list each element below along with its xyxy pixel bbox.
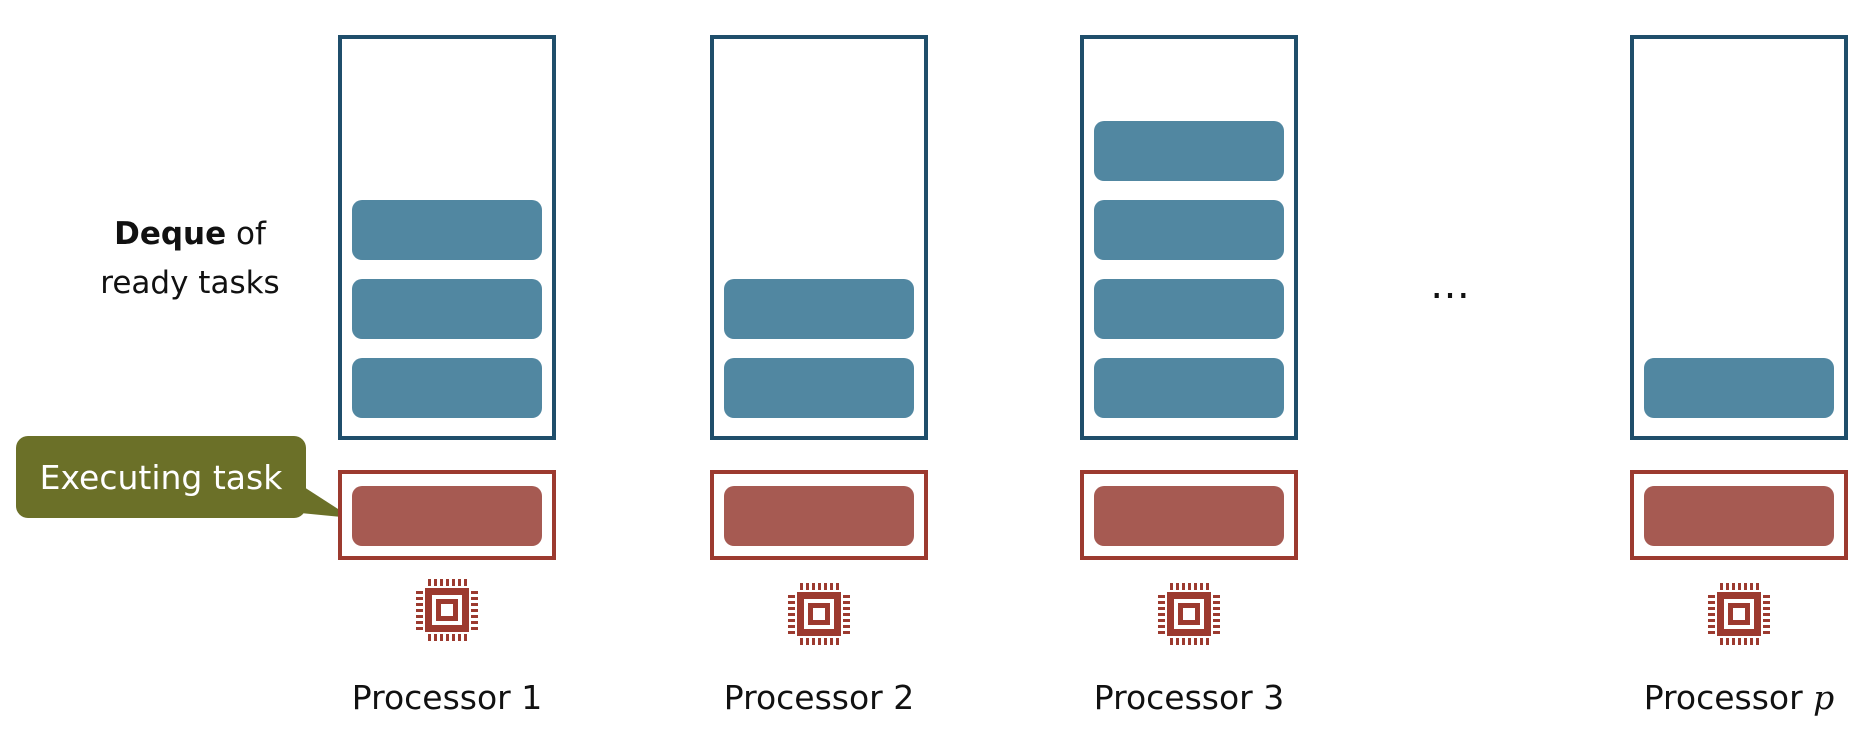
deque-task xyxy=(1644,358,1834,418)
deque-processor-1 xyxy=(338,35,556,440)
deque-processor-3 xyxy=(1080,35,1298,440)
deque-task xyxy=(1094,358,1284,418)
executing-box-processor-2 xyxy=(710,470,928,560)
callout-text: Executing task xyxy=(39,457,283,497)
deque-task xyxy=(1094,200,1284,260)
processor-chip-icon xyxy=(416,579,478,641)
deque-task xyxy=(724,358,914,418)
deque-processor-p xyxy=(1630,35,1848,440)
executing-task xyxy=(1094,486,1284,546)
executing-box-processor-3 xyxy=(1080,470,1298,560)
executing-task-callout: Executing task xyxy=(16,436,306,518)
deque-task xyxy=(352,200,542,260)
processor-label-3: Processor 3 xyxy=(1093,678,1285,717)
deque-label: Deque of ready tasks xyxy=(85,210,295,308)
executing-task xyxy=(1644,486,1834,546)
deque-label-rest: of xyxy=(226,216,266,252)
deque-task xyxy=(724,279,914,339)
deque-label-line2: ready tasks xyxy=(100,265,280,301)
processor-chip-icon xyxy=(1708,583,1770,645)
processor-chip-icon xyxy=(1158,583,1220,645)
ellipsis: … xyxy=(1430,262,1472,308)
executing-box-processor-p xyxy=(1630,470,1848,560)
executing-task xyxy=(352,486,542,546)
deque-processor-2 xyxy=(710,35,928,440)
processor-label-1: Processor 1 xyxy=(351,678,543,717)
deque-label-bold: Deque xyxy=(114,216,227,252)
deque-task xyxy=(1094,121,1284,181)
executing-box-processor-1 xyxy=(338,470,556,560)
processor-chip-icon xyxy=(788,583,850,645)
processor-label-2: Processor 2 xyxy=(723,678,915,717)
deque-task xyxy=(352,279,542,339)
deque-task xyxy=(352,358,542,418)
deque-task xyxy=(1094,279,1284,339)
executing-task xyxy=(724,486,914,546)
processor-label-p: Processor p xyxy=(1643,678,1835,717)
